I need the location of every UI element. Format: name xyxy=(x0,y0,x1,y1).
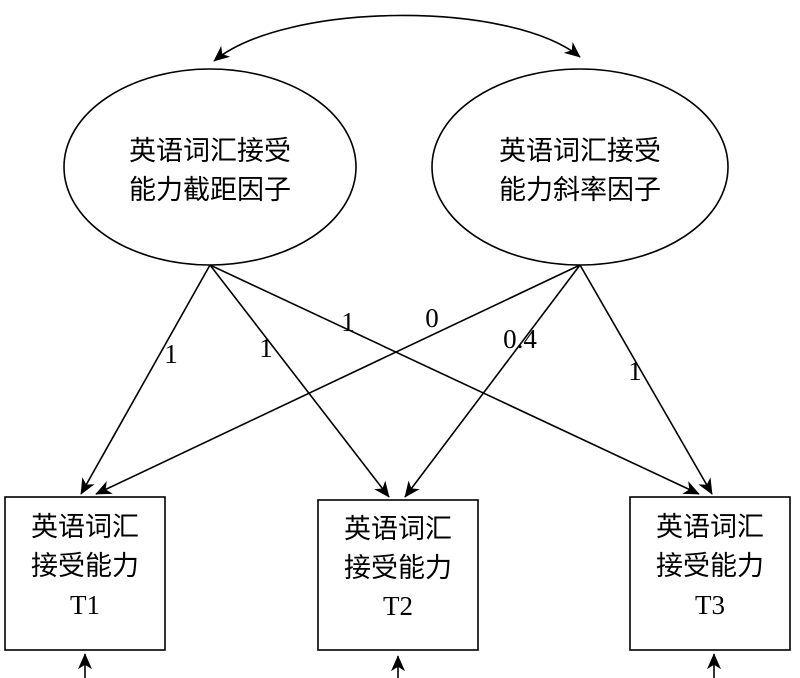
loading-label-slope-t3: 1 xyxy=(628,356,642,386)
loading-label-intercept-t3: 1 xyxy=(341,307,355,337)
loading-path-slope-t1 xyxy=(95,264,581,495)
observed-label-t1-line2: 接受能力 xyxy=(31,551,139,581)
observed-box-t3 xyxy=(629,496,791,651)
observed-label-t2-line1: 英语词汇 xyxy=(344,514,452,544)
slope-factor-label-line1: 英语词汇接受 xyxy=(499,136,661,166)
slope-factor-label-line2: 能力斜率因子 xyxy=(499,175,661,205)
observed-box-t1 xyxy=(4,496,166,651)
loading-label-slope-t2: 0.4 xyxy=(503,324,537,354)
loading-path-intercept-t3 xyxy=(209,264,700,495)
loading-label-slope-t1: 0 xyxy=(425,303,439,333)
loading-path-slope-t2 xyxy=(404,264,581,498)
loading-path-intercept-t2 xyxy=(209,264,390,498)
covariance-arrow xyxy=(213,14,581,62)
loading-label-intercept-t2: 1 xyxy=(259,333,273,363)
observed-label-t1-line1: 英语词汇 xyxy=(31,512,139,542)
observed-box-t2 xyxy=(317,499,479,651)
loading-path-slope-t3 xyxy=(579,264,713,495)
observed-label-t3-line2: 接受能力 xyxy=(656,551,764,581)
intercept-factor-label-line2: 能力截距因子 xyxy=(129,175,291,205)
observed-label-t3-line1: 英语词汇 xyxy=(656,512,764,542)
loading-path-intercept-t1 xyxy=(80,264,211,495)
observed-label-t2-line2: 接受能力 xyxy=(344,553,452,583)
intercept-factor-ellipse xyxy=(63,68,357,266)
observed-label-t3-line3: T3 xyxy=(695,590,725,620)
slope-factor-ellipse xyxy=(431,68,729,266)
observed-label-t1-line3: T1 xyxy=(70,590,100,620)
intercept-factor-label-line1: 英语词汇接受 xyxy=(129,136,291,166)
observed-label-t2-line3: T2 xyxy=(383,591,413,621)
loading-label-intercept-t1: 1 xyxy=(164,339,178,369)
